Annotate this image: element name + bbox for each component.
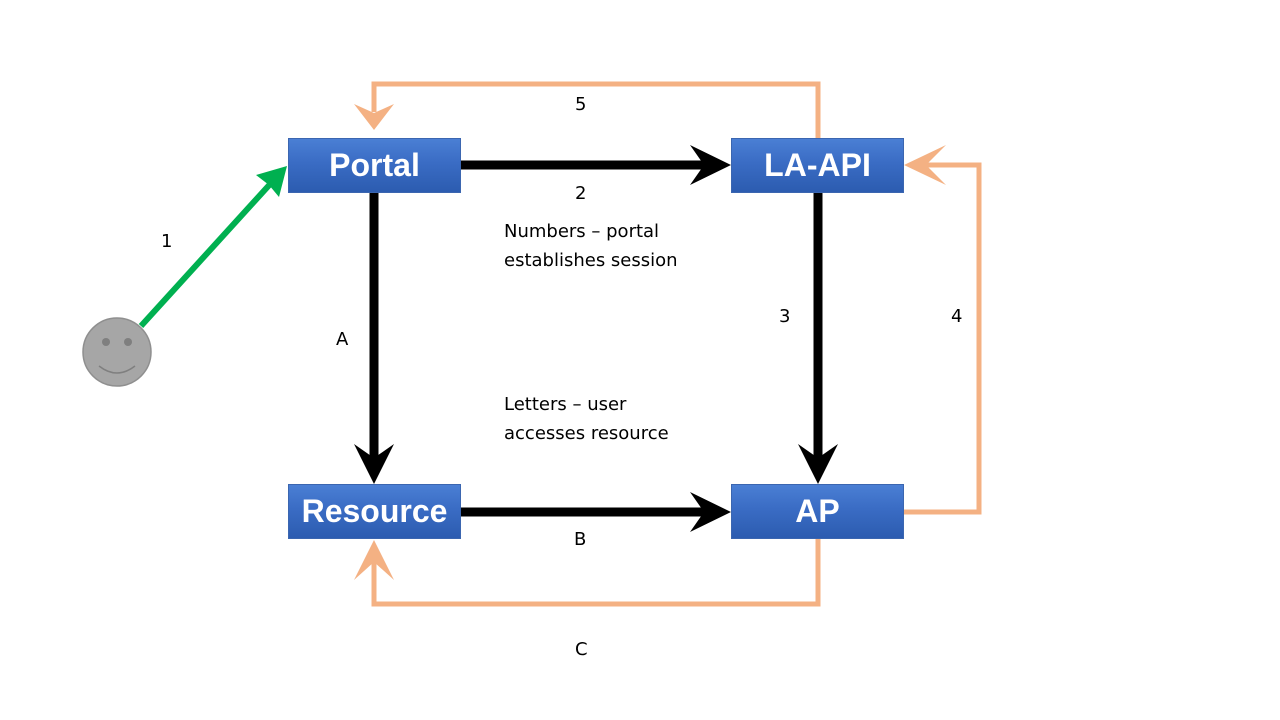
- arrow-1-user-to-portal: [138, 179, 275, 329]
- node-portal: Portal: [288, 138, 461, 193]
- label-step-3: 3: [779, 306, 791, 327]
- arrow-5-head: [354, 104, 394, 130]
- node-ap: AP: [731, 484, 904, 539]
- arrow-4-head: [904, 145, 946, 185]
- arrow-4-ap-to-la-api: [904, 162, 982, 515]
- label-step-4: 4: [951, 306, 963, 327]
- label-step-1: 1: [161, 231, 173, 252]
- legend-numbers-line-1: Numbers – portal: [504, 221, 660, 242]
- smiley-user-icon: [82, 317, 152, 387]
- label-step-5: 5: [575, 94, 587, 115]
- node-la-api: LA-API: [731, 138, 904, 193]
- arrow-3-head: [798, 444, 838, 484]
- label-step-c: C: [575, 639, 588, 660]
- node-resource: Resource: [288, 484, 461, 539]
- arrow-2-head: [690, 145, 731, 185]
- arrow-c-ap-to-resource: [371, 538, 821, 607]
- label-step-2: 2: [575, 183, 587, 204]
- arrow-b-head: [690, 492, 731, 532]
- arrow-5-la-api-to-portal: [371, 81, 821, 138]
- arrow-1-head: [256, 166, 287, 197]
- legend-letters-line-2: accesses resource: [504, 423, 669, 444]
- legend-letters-line-1: Letters – user: [504, 394, 627, 415]
- arrow-a-head: [354, 444, 394, 484]
- label-step-a: A: [336, 329, 349, 350]
- arrow-c-head: [354, 540, 394, 580]
- legend-numbers-line-2: establishes session: [504, 250, 678, 271]
- label-step-b: B: [574, 529, 587, 550]
